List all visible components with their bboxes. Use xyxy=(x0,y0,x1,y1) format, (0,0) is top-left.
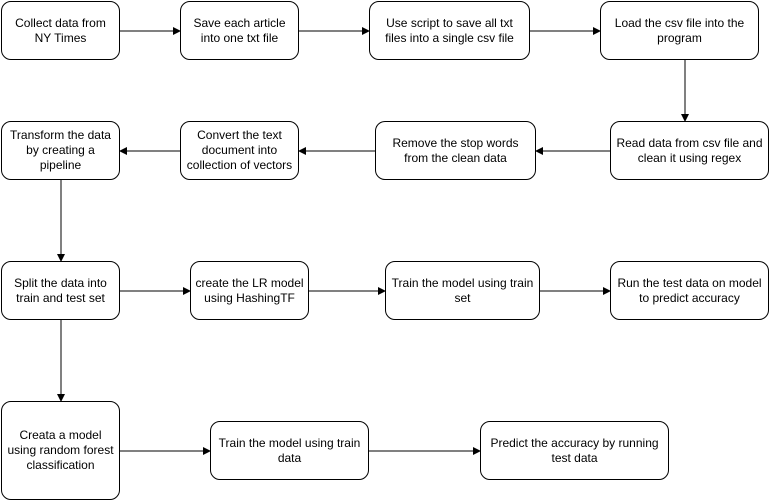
node-create-rf-model: Creata a model using random forest class… xyxy=(1,401,120,500)
node-label: Predict the accuracy by running test dat… xyxy=(490,435,659,465)
node-remove-stopwords: Remove the stop words from the clean dat… xyxy=(375,121,536,180)
node-label: Remove the stop words from the clean dat… xyxy=(392,135,519,165)
node-load-csv: Load the csv file into the program xyxy=(600,1,759,60)
node-label: Load the csv file into the program xyxy=(614,15,745,45)
node-read-and-clean: Read data from csv file and clean it usi… xyxy=(610,121,769,180)
node-run-test-data: Run the test data on model to predict ac… xyxy=(610,261,769,320)
node-merge-to-csv: Use script to save all txt files into a … xyxy=(369,1,530,60)
node-label: Collect data from NY Times xyxy=(15,15,106,45)
node-pipeline: Transform the data by creating a pipelin… xyxy=(1,121,120,180)
node-vectorize: Convert the text document into collectio… xyxy=(180,121,299,180)
node-label: create the LR model using HashingTF xyxy=(195,275,304,305)
node-label: Train the model using train data xyxy=(218,435,361,465)
node-train-lr-model: Train the model using train set xyxy=(385,261,540,320)
node-label: Train the model using train set xyxy=(391,275,534,305)
node-label: Split the data into train and test set xyxy=(14,275,107,305)
node-label: Creata a model using random forest class… xyxy=(7,428,114,472)
node-split-data: Split the data into train and test set xyxy=(1,261,120,320)
node-label: Read data from csv file and clean it usi… xyxy=(616,135,763,165)
node-label: Transform the data by creating a pipelin… xyxy=(10,128,111,172)
node-label: Use script to save all txt files into a … xyxy=(385,15,514,45)
node-label: Save each article into one txt file xyxy=(193,15,286,45)
node-predict-accuracy: Predict the accuracy by running test dat… xyxy=(480,421,669,480)
node-label: Run the test data on model to predict ac… xyxy=(617,275,762,305)
node-create-lr-model: create the LR model using HashingTF xyxy=(190,261,309,320)
node-save-article: Save each article into one txt file xyxy=(180,1,299,60)
node-collect-data: Collect data from NY Times xyxy=(1,1,120,60)
node-label: Convert the text document into collectio… xyxy=(186,128,293,172)
node-train-rf-model: Train the model using train data xyxy=(210,421,369,480)
